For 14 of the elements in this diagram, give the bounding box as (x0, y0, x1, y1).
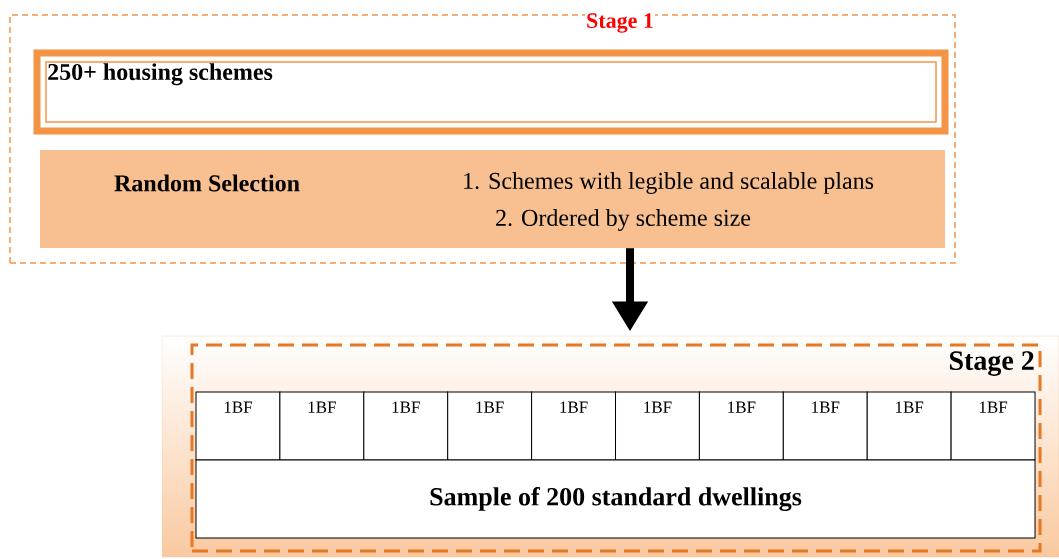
stage-heading: Stage 2 (950, 351, 1034, 376)
dwelling-cell: 1BF (782, 391, 868, 461)
dwelling-cell: 1BF (447, 391, 533, 461)
source-box: 250+ housing schemes (33, 49, 949, 135)
dwelling-cell: 1BF (698, 391, 784, 461)
selection-box: Random Selection 1. Schemes with legible and scalable plans 2. Ordered by scheme size (40, 150, 945, 248)
dwelling-cell: 1BF (195, 391, 281, 461)
stage-heading: Stage 1 (585, 12, 655, 34)
dwelling-cell: 1BF (866, 391, 952, 461)
dwelling-cell: 1BF (363, 391, 449, 461)
dwelling-cell: 1BF (615, 391, 700, 461)
dwelling-cell: 1BF (279, 391, 365, 461)
dwelling-cell: 1BF (950, 391, 1036, 461)
dwelling-cell: 1BF (531, 391, 616, 461)
